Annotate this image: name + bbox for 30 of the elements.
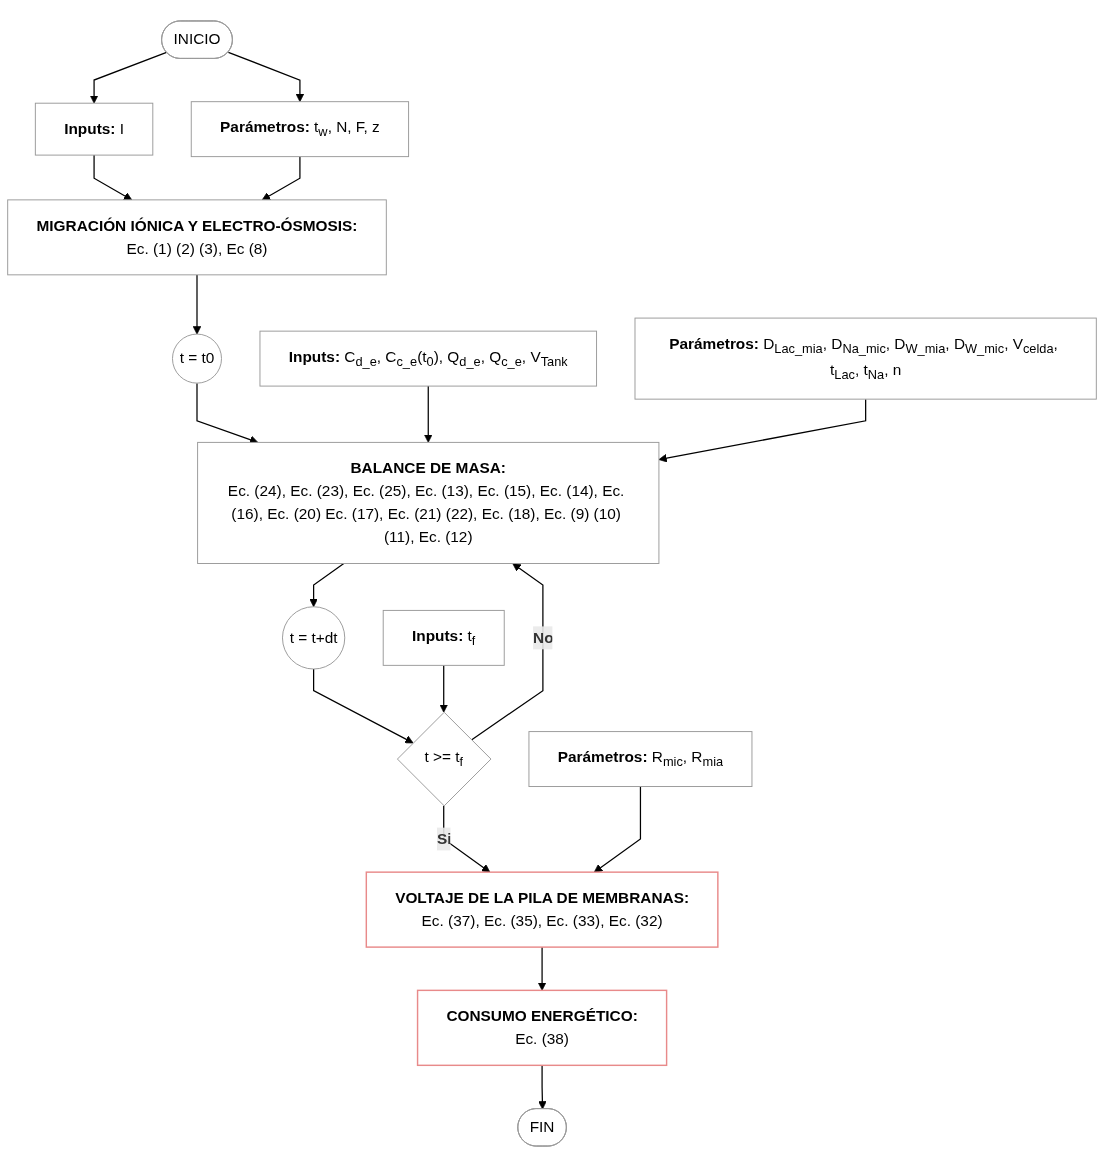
- node-circle: t = t0: [172, 333, 222, 384]
- node-diamond: t >= t$_{f}$: [396, 711, 492, 807]
- node-box: VOLTAJE DE LA PILA DE MEMBRANAS: Ec. (37), Ec. (35), Ec. (33), Ec. (32): [365, 871, 719, 948]
- node-box: BALANCE DE MASA: Ec. (24), Ec. (23), Ec. (25), Ec. (13), Ec. (15), Ec. (14), Ec. (16), Ec. (20) Ec. (17), Ec. (21) (22), Ec. (18), Ec. (9) (10) (11), Ec. (12): [197, 441, 660, 564]
- arrow: [658, 398, 867, 463]
- node-box: CONSUMO ENERGÉTICO: Ec. (38): [416, 989, 668, 1067]
- arrow: [424, 385, 433, 443]
- arrow: [537, 946, 547, 991]
- arrow: [89, 51, 168, 104]
- arrow: [227, 51, 305, 103]
- node-box: Parámetros: D$_{Lac_mia}$, D$_{Na_mic}$, D$_{W_mia}$, D$_{W_mic}$, V$_{celda}$, t$_{Lac}$, t$_{Na}$, n: [634, 317, 1097, 400]
- arrow: [261, 156, 301, 201]
- arrow: [309, 562, 345, 608]
- node-box: Parámetros: t$_{w}$, N, F, z: [190, 101, 410, 158]
- arrow: [593, 785, 642, 873]
- node-box: Inputs: t$_{f}$: [382, 609, 505, 666]
- arrow: [192, 274, 202, 335]
- node-box: Inputs: I: [34, 102, 154, 156]
- node-box: Inputs: C$_{d_e}$, C$_{c_e}$(t$_{0}$), Q$_{d_e}$, Q$_{c_e}$, V$_{Tank}$: [259, 330, 598, 387]
- arrow: [196, 382, 259, 444]
- edge-label: Si: [436, 830, 452, 847]
- arrow: [470, 563, 544, 741]
- node-box: Parámetros: R$_{mic}$, R$_{mia}$: [528, 731, 753, 787]
- arrow: [439, 664, 448, 713]
- node-box: MIGRACIÓN IÓNICA Y ELECTRO-ÓSMOSIS: Ec. (1) (2) (3), Ec (8): [7, 199, 387, 276]
- arrow: [538, 1064, 547, 1110]
- arrow: [93, 154, 133, 201]
- node-circle: t = t+dt: [282, 606, 346, 670]
- arrow: [313, 668, 414, 744]
- edge-label: No: [533, 629, 554, 646]
